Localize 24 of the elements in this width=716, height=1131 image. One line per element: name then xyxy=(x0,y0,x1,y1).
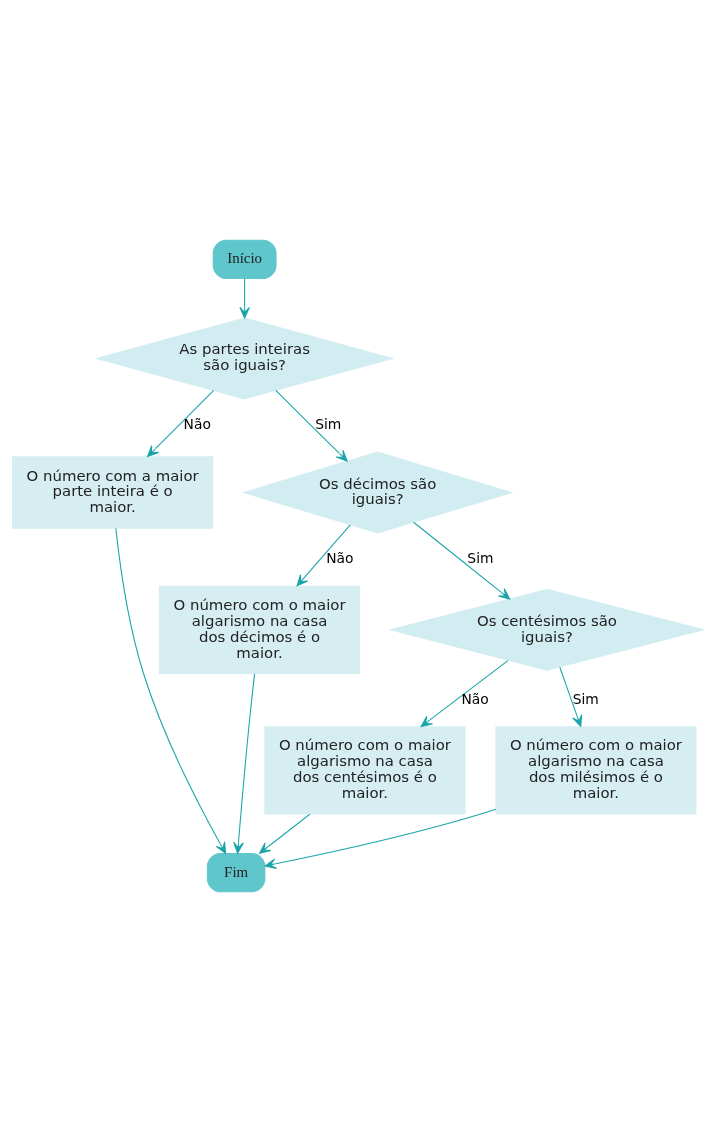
arrow xyxy=(296,523,351,586)
arrow xyxy=(115,527,227,854)
arrow xyxy=(259,813,311,854)
arrow xyxy=(275,389,348,462)
node-box: Início xyxy=(212,239,277,279)
edge-label: Não xyxy=(326,549,354,566)
edge-label: Não xyxy=(461,690,489,707)
node-box: O número com o maior algarismo na casa dos milésimos é o maior. xyxy=(495,725,697,815)
arrow xyxy=(239,277,250,318)
arrow xyxy=(559,666,583,727)
edge-label: Sim xyxy=(467,549,494,566)
node-diamond: As partes inteiras são iguais? xyxy=(94,316,395,399)
arrow xyxy=(264,808,497,869)
edge-label: Sim xyxy=(572,690,599,707)
arrow xyxy=(233,672,256,854)
node-box: O número com a maior parte inteira é o maior. xyxy=(12,455,214,529)
arrow xyxy=(413,521,511,600)
arrow xyxy=(147,389,215,457)
node-box: Fim xyxy=(206,852,266,892)
edge-label: Sim xyxy=(315,415,342,432)
node-box: O número com o maior algarismo na casa dos centésimos é o maior. xyxy=(264,725,466,815)
arrow xyxy=(420,659,509,727)
node-box: O número com o maior algarismo na casa dos décimos é o maior. xyxy=(158,585,361,674)
edge-label: Não xyxy=(183,415,211,432)
